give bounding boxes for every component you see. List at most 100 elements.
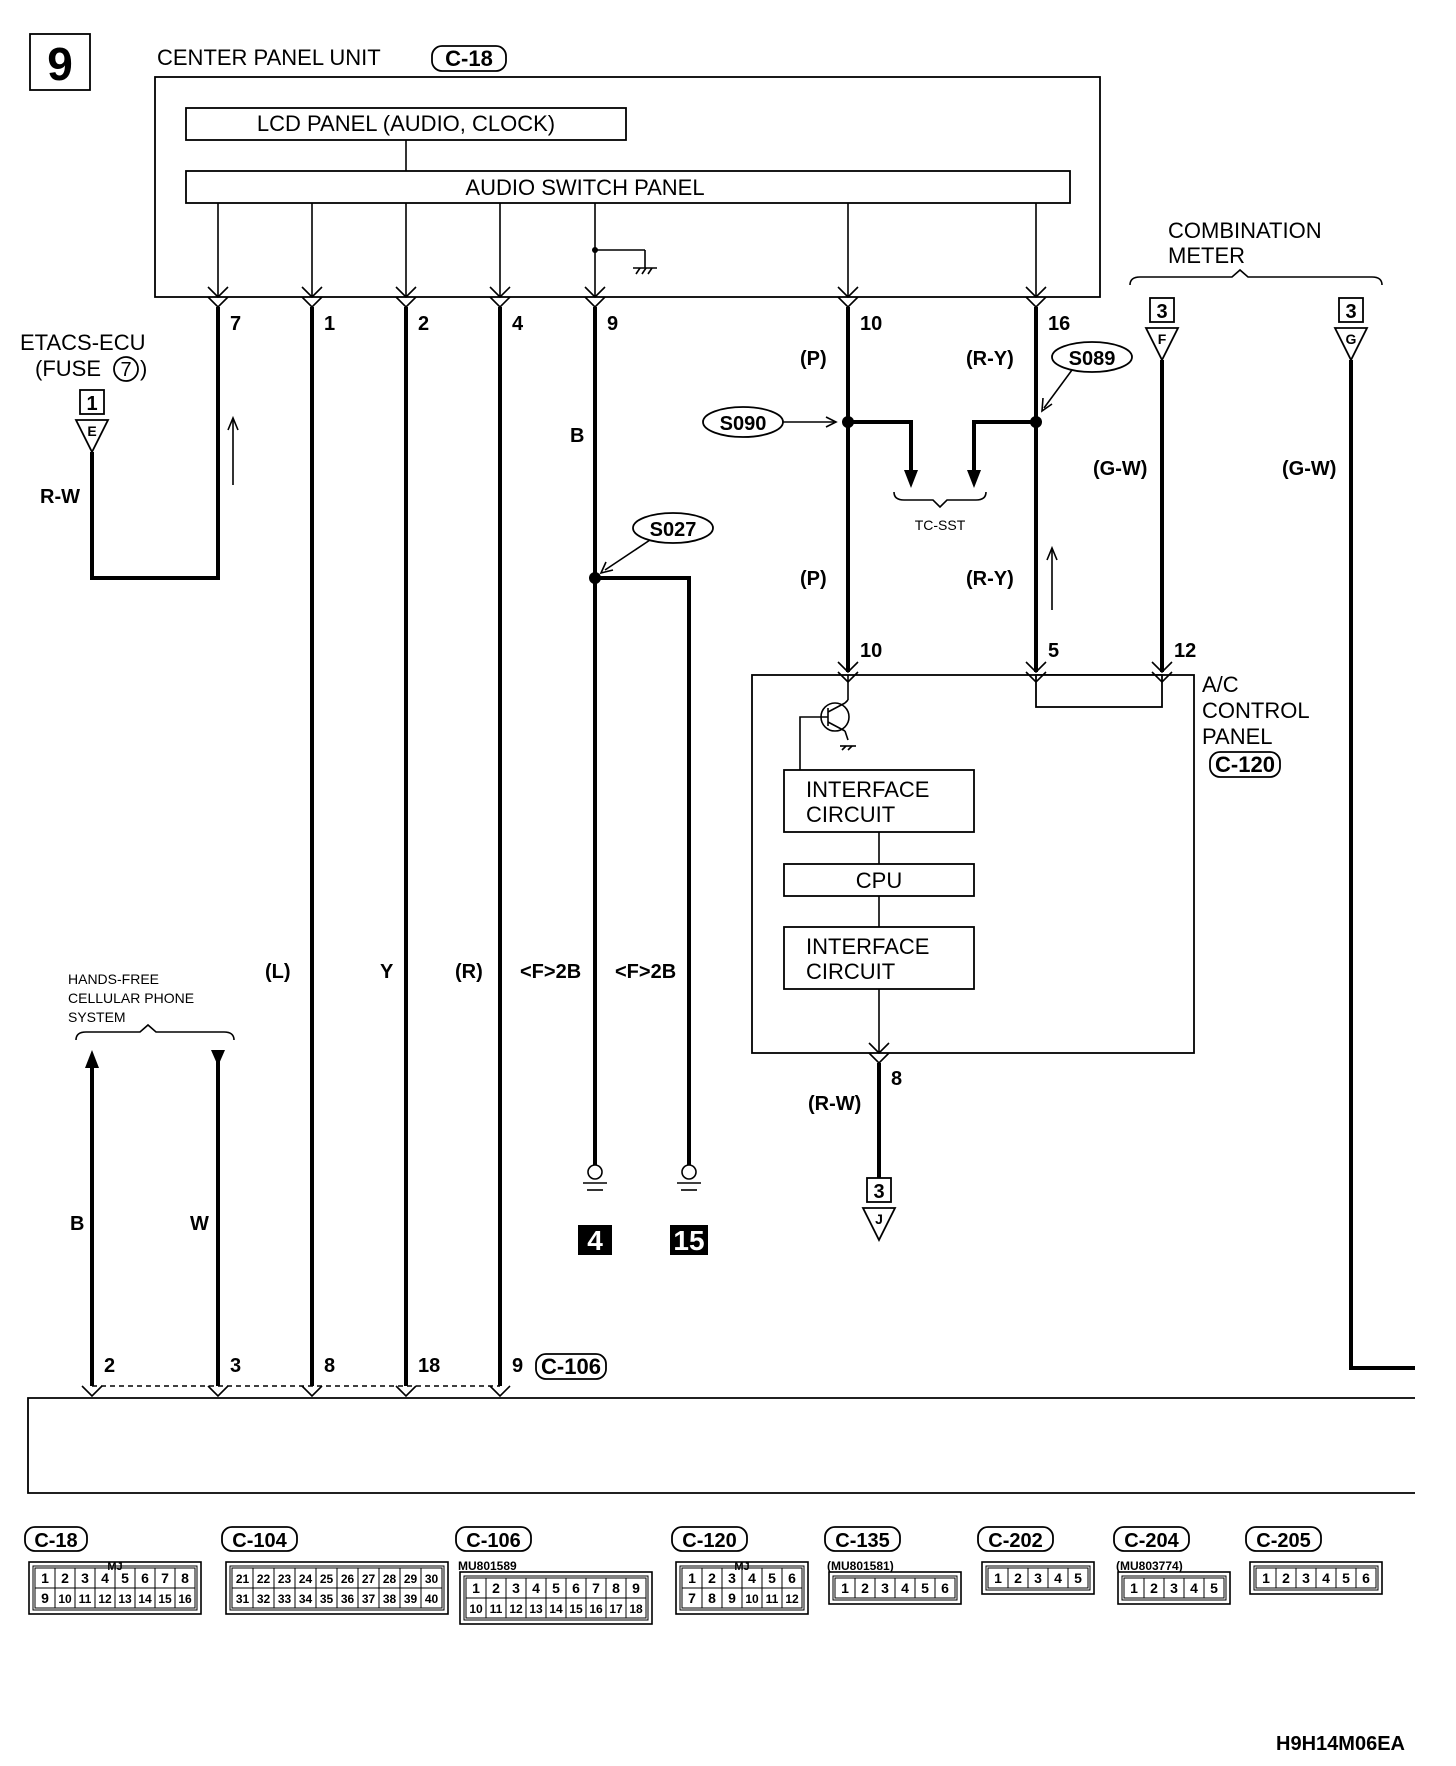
connector-label: C-120 bbox=[682, 1530, 736, 1552]
ac-panel-connector: C-120 bbox=[1215, 752, 1275, 777]
connector-pin: 39 bbox=[404, 1592, 418, 1606]
ac-pin-5: 5 bbox=[1048, 640, 1059, 662]
connector-pin: 13 bbox=[529, 1602, 543, 1616]
hands-free-line2: CELLULAR PHONE bbox=[68, 990, 194, 1006]
c106-pin-8: 8 bbox=[324, 1355, 335, 1377]
connector-pin: 4 bbox=[901, 1580, 909, 1596]
splice-s027-dot bbox=[589, 572, 601, 584]
connector-pin: 3 bbox=[1170, 1580, 1178, 1596]
connector-pin: 5 bbox=[121, 1570, 129, 1586]
connector-pin: 16 bbox=[589, 1602, 603, 1616]
connector-pin: 3 bbox=[81, 1570, 89, 1586]
connector-pin: 31 bbox=[236, 1592, 250, 1606]
pin-10: 10 bbox=[860, 313, 882, 335]
connector-pin: 12 bbox=[509, 1602, 523, 1616]
interface1-line-b: CIRCUIT bbox=[806, 802, 895, 827]
tc-sst-label: TC-SST bbox=[915, 517, 966, 533]
connector-pin: 16 bbox=[178, 1592, 192, 1606]
ac-pin-8: 8 bbox=[891, 1068, 902, 1090]
ac-pin-10: 10 bbox=[860, 640, 882, 662]
ref-j-terminal: J bbox=[875, 1211, 883, 1227]
center-panel-connector-box bbox=[431, 45, 507, 72]
wire-ry-upper-label: (R-Y) bbox=[966, 348, 1014, 370]
connector-mark: MJ bbox=[107, 1561, 122, 1573]
connector-pin: 26 bbox=[341, 1572, 355, 1586]
audio-switch-panel-label: AUDIO SWITCH PANEL bbox=[465, 175, 704, 200]
fuse-circle bbox=[113, 356, 139, 382]
interface-circuit-1 bbox=[783, 769, 975, 833]
connector-pin: 7 bbox=[161, 1570, 169, 1586]
interface-circuit-2 bbox=[783, 926, 975, 990]
meter-term-f: F bbox=[1158, 331, 1167, 347]
connector-pin: 4 bbox=[101, 1570, 109, 1586]
connector-pin: 27 bbox=[362, 1572, 376, 1586]
connector-pin: 5 bbox=[552, 1580, 560, 1596]
connector-pin: 9 bbox=[728, 1590, 736, 1606]
pin-7: 7 bbox=[230, 313, 241, 335]
connector-pin: 1 bbox=[841, 1580, 849, 1596]
page-number-box bbox=[29, 33, 91, 91]
wire-b-label: B bbox=[570, 425, 584, 447]
connector-pin: 30 bbox=[425, 1572, 439, 1586]
connector-label: C-204 bbox=[1124, 1530, 1179, 1552]
combination-meter-line1: COMBINATION bbox=[1168, 218, 1322, 243]
connector-pin: 10 bbox=[58, 1592, 72, 1606]
connector-pin: 37 bbox=[362, 1592, 376, 1606]
connector-pin: 13 bbox=[118, 1592, 132, 1606]
meter-ref-f: 3 bbox=[1156, 301, 1167, 323]
wire-w-left-label: W bbox=[190, 1213, 209, 1235]
wire-r-label: (R) bbox=[455, 961, 483, 983]
pin-2: 2 bbox=[418, 313, 429, 335]
connector-part: (MU801581) bbox=[827, 1559, 894, 1573]
fuse-number: 7 bbox=[120, 359, 131, 381]
splice-s090: S090 bbox=[720, 413, 767, 435]
meter-term-g: G bbox=[1346, 331, 1357, 347]
connector-pin: 38 bbox=[383, 1592, 397, 1606]
audio-switch-panel bbox=[185, 170, 1071, 204]
etacs-ref: 1 bbox=[86, 393, 97, 415]
connector-pin: 3 bbox=[1302, 1570, 1310, 1586]
connector-pin: 15 bbox=[569, 1602, 583, 1616]
connector-pin: 33 bbox=[278, 1592, 292, 1606]
connector-pin: 6 bbox=[941, 1580, 949, 1596]
connector-pin: 5 bbox=[768, 1570, 776, 1586]
wire-rw-lower-label: (R-W) bbox=[808, 1093, 861, 1115]
connector-pin: 8 bbox=[612, 1580, 620, 1596]
connector-pin: 40 bbox=[425, 1592, 439, 1606]
ac-panel-line1: A/C bbox=[1202, 672, 1239, 697]
wire-f2b-1-label: <F>2B bbox=[520, 961, 581, 983]
connector-pin: 34 bbox=[299, 1592, 313, 1606]
ref-j-number: 3 bbox=[873, 1181, 884, 1203]
connector-label: C-104 bbox=[232, 1530, 287, 1552]
connector-pin: 4 bbox=[1322, 1570, 1330, 1586]
pin-4: 4 bbox=[512, 313, 524, 335]
lcd-panel bbox=[185, 107, 627, 141]
etacs-wire: R-W bbox=[40, 486, 80, 508]
connector-label: C-106 bbox=[466, 1530, 520, 1552]
connector-pin: 1 bbox=[688, 1570, 696, 1586]
hands-free-line1: HANDS-FREE bbox=[68, 971, 159, 987]
ac-pin-12: 12 bbox=[1174, 640, 1196, 662]
cpu-label: CPU bbox=[856, 868, 902, 893]
connector-pin: 2 bbox=[708, 1570, 716, 1586]
interface2-line-b: CIRCUIT bbox=[806, 959, 895, 984]
connector-pin: 36 bbox=[341, 1592, 355, 1606]
connector-pin: 5 bbox=[921, 1580, 929, 1596]
connector-pin: 5 bbox=[1210, 1580, 1218, 1596]
connector-pin: 3 bbox=[728, 1570, 736, 1586]
interface1-line-a: INTERFACE bbox=[806, 777, 929, 802]
connector-pin: 5 bbox=[1342, 1570, 1350, 1586]
lcd-panel-label: LCD PANEL (AUDIO, CLOCK) bbox=[257, 111, 555, 136]
hands-free-line3: SYSTEM bbox=[68, 1009, 126, 1025]
wire-GW-g bbox=[1349, 360, 1415, 1370]
etacs-fuse: (FUSE bbox=[35, 356, 101, 381]
connector-pin: 6 bbox=[788, 1570, 796, 1586]
center-panel-connector: C-18 bbox=[445, 46, 493, 71]
connector-part: (MU803774) bbox=[1116, 1559, 1183, 1573]
connector-pin: 15 bbox=[158, 1592, 172, 1606]
connector-pin: 23 bbox=[278, 1572, 292, 1586]
interface2-line-a: INTERFACE bbox=[806, 934, 929, 959]
connector-pin: 3 bbox=[1034, 1570, 1042, 1586]
